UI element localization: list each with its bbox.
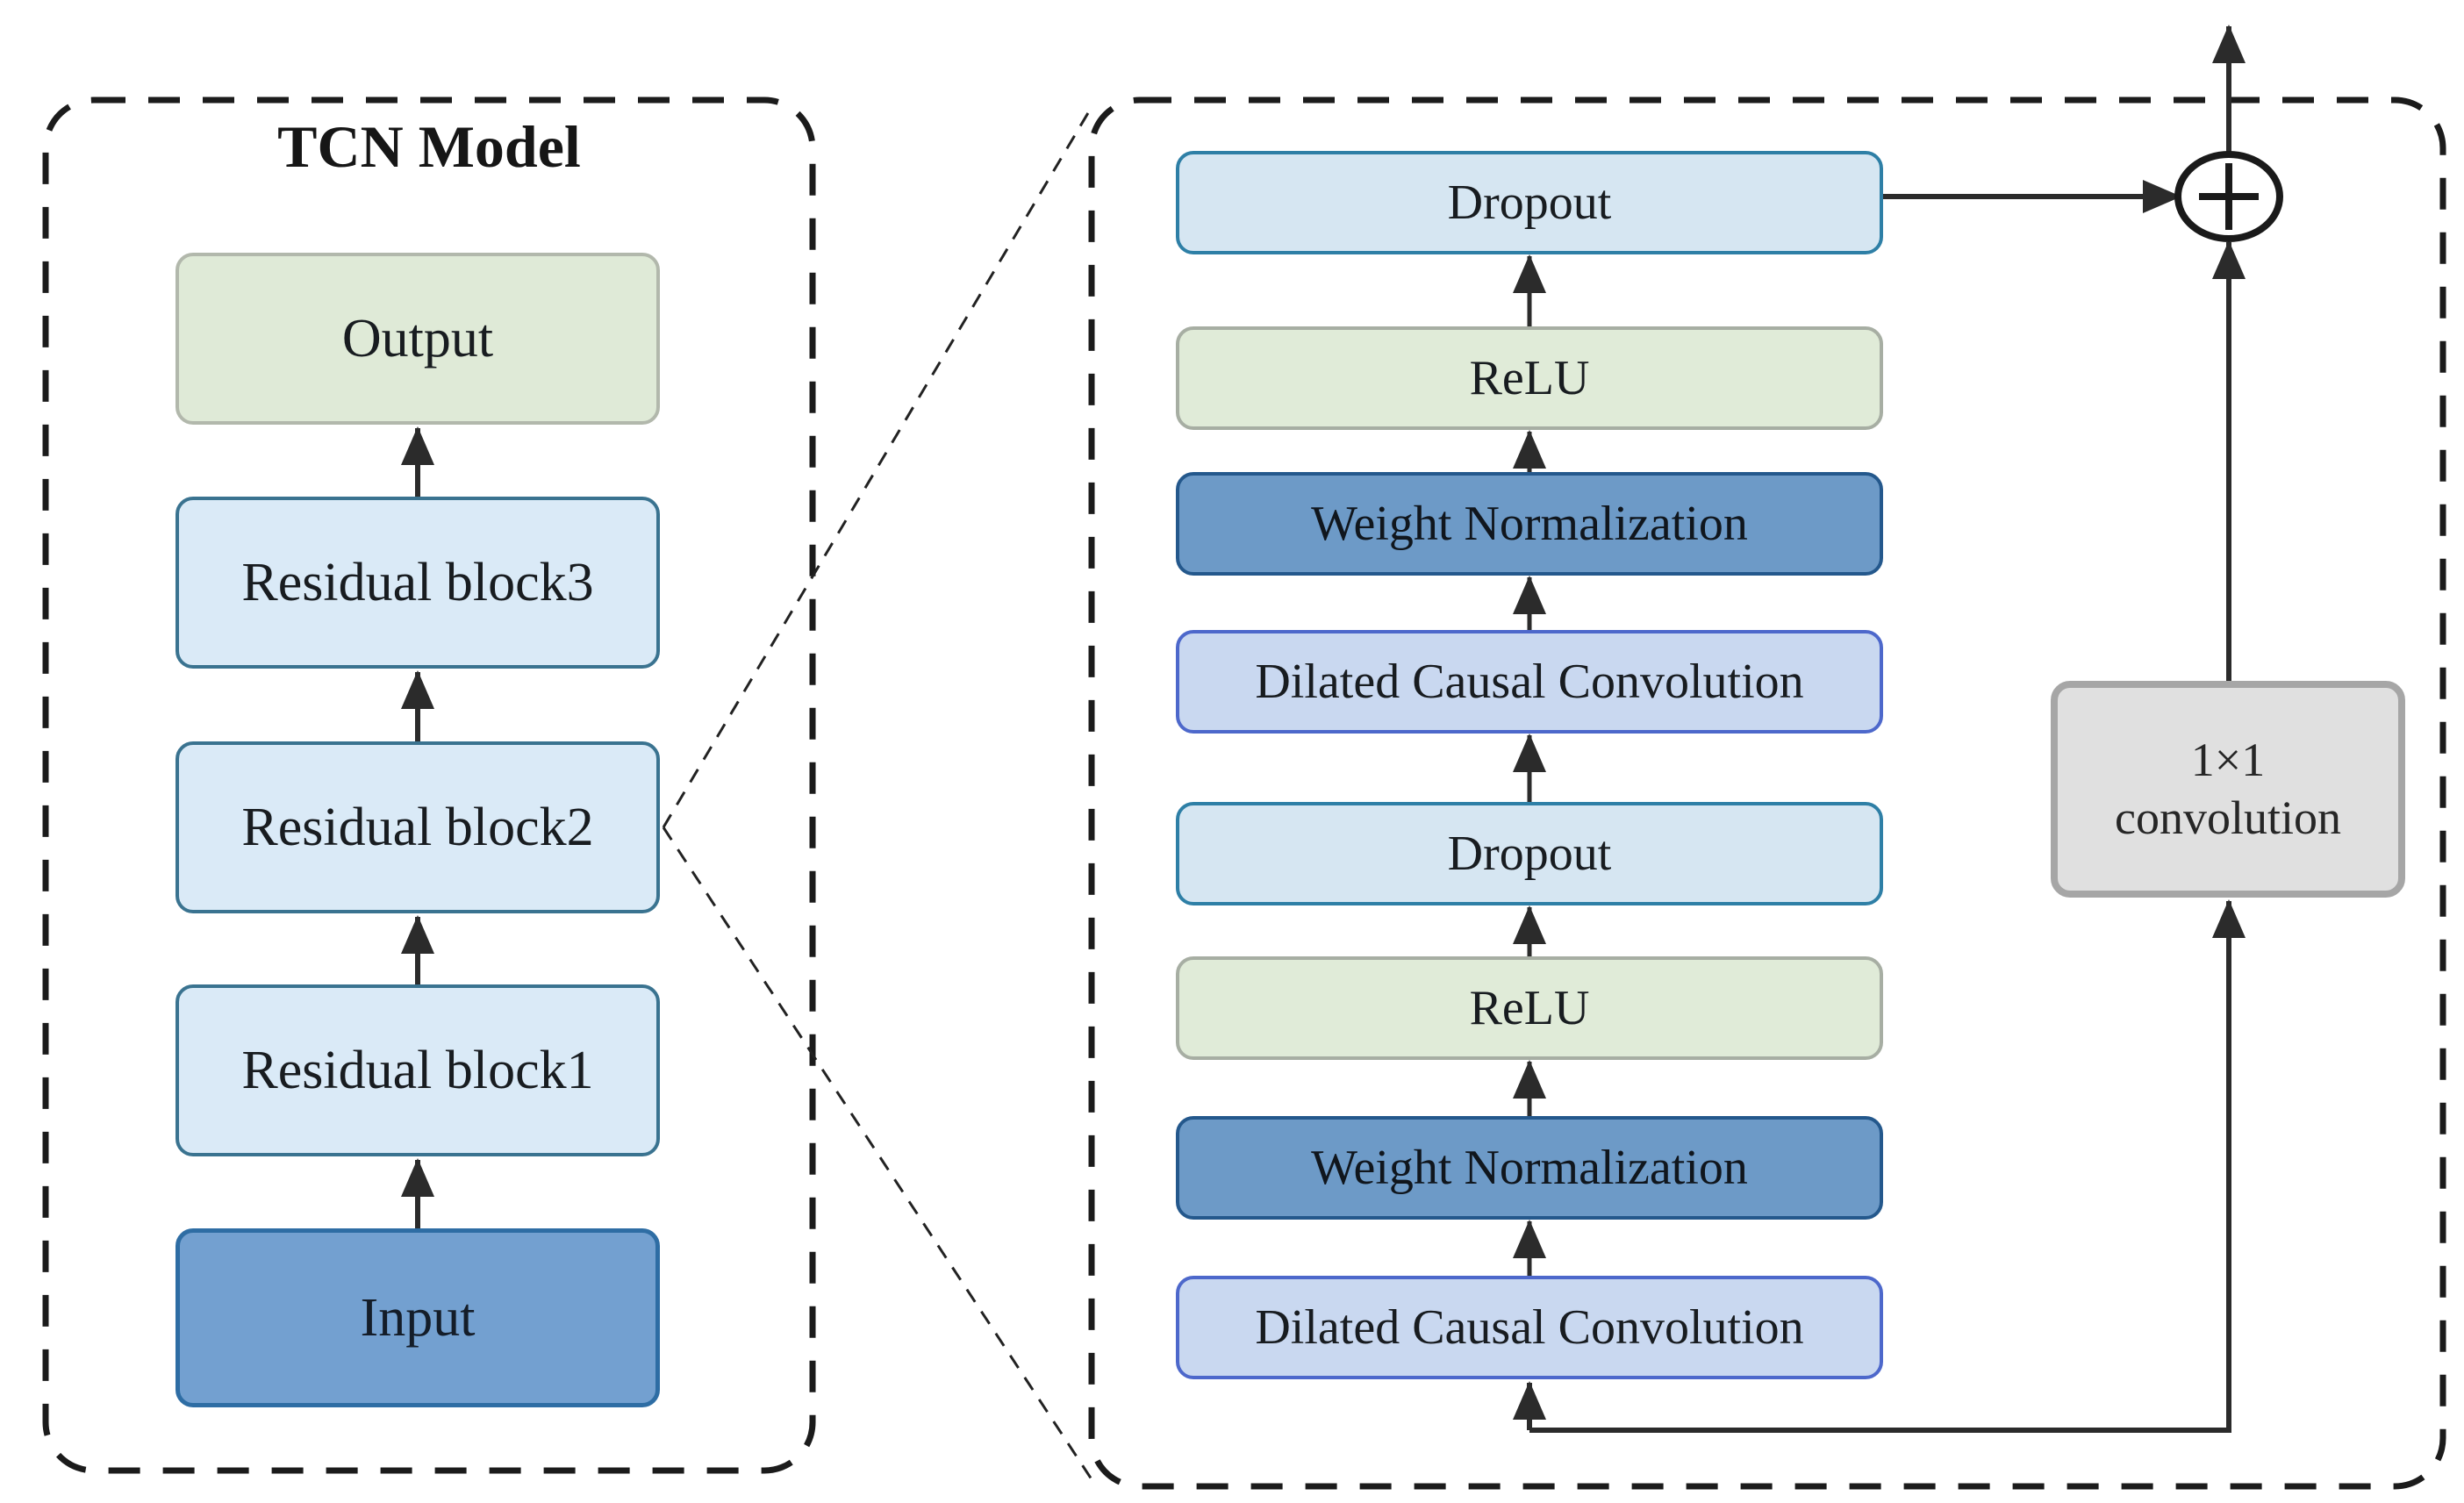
box-dropout-2: Dropout — [1176, 151, 1883, 254]
box-residual-block1: Residual block1 — [175, 984, 660, 1156]
left-panel-dashed-border — [42, 97, 816, 1474]
conv-label-line2: convolution — [2115, 791, 2341, 844]
right-panel-dashed-border — [1088, 97, 2446, 1490]
skip-connection — [1513, 25, 2246, 1433]
box-dilated-causal-convolution-1: Dilated Causal Convolution — [1176, 1276, 1883, 1379]
box-weight-normalization-1: Weight Normalization — [1176, 1116, 1883, 1220]
box-dilated-causal-convolution-2: Dilated Causal Convolution — [1176, 630, 1883, 734]
box-residual-block2: Residual block2 — [175, 741, 660, 913]
left-panel-title: TCN Model — [277, 113, 581, 180]
box-1x1-convolution: 1×1 convolution — [2051, 681, 2405, 898]
box-dropout-1: Dropout — [1176, 802, 1883, 905]
plus-circle-icon — [2174, 151, 2283, 242]
zoom-dashed-line-upper — [662, 106, 1093, 828]
box-residual-block3: Residual block3 — [175, 497, 660, 669]
box-weight-normalization-2: Weight Normalization — [1176, 472, 1883, 576]
box-relu-1: ReLU — [1176, 956, 1883, 1060]
conv-label-line1: 1×1 — [2190, 733, 2266, 786]
box-output: Output — [175, 253, 660, 425]
skip-line-to-conv — [1529, 899, 2246, 1433]
box-input: Input — [175, 1228, 660, 1407]
zoom-dashed-line-lower — [662, 827, 1093, 1480]
box-relu-2: ReLU — [1176, 326, 1883, 430]
